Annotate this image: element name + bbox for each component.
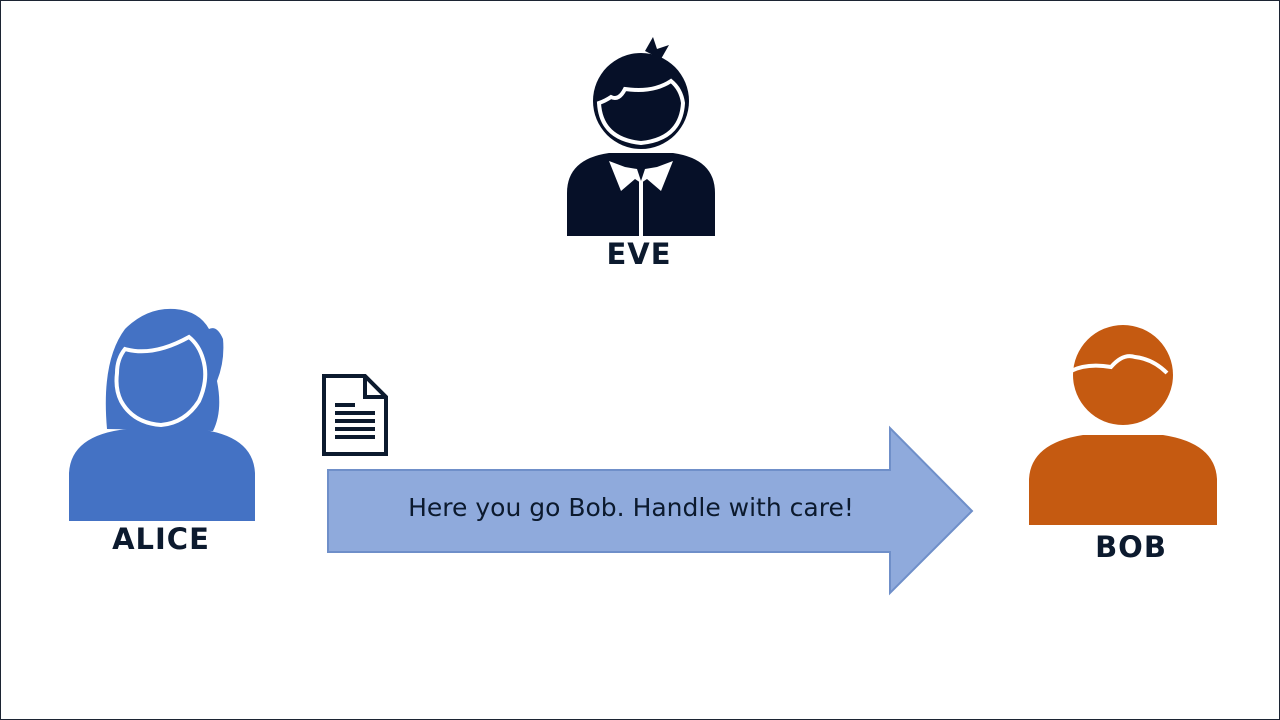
eve-label: EVE <box>606 237 672 271</box>
eve-head <box>593 53 689 149</box>
message-arrow <box>327 425 974 596</box>
alice-label: ALICE <box>112 522 210 556</box>
alice-face-outline <box>114 334 208 428</box>
bob-body <box>1029 435 1217 525</box>
eve-hair-tuft <box>645 37 669 59</box>
eve-face-outline <box>596 78 686 146</box>
bob-label: BOB <box>1095 530 1167 564</box>
document-icon <box>322 374 388 456</box>
eve-collar <box>609 161 673 191</box>
eve-person-icon <box>567 37 715 236</box>
bob-hair-line <box>1070 354 1169 375</box>
eve-shirt-line <box>639 181 643 236</box>
message-text: Here you go Bob. Handle with care! <box>408 493 854 522</box>
alice-person-icon <box>69 308 255 521</box>
bob-person-icon <box>1029 325 1217 525</box>
alice-body <box>69 429 255 521</box>
bob-head <box>1073 325 1173 425</box>
